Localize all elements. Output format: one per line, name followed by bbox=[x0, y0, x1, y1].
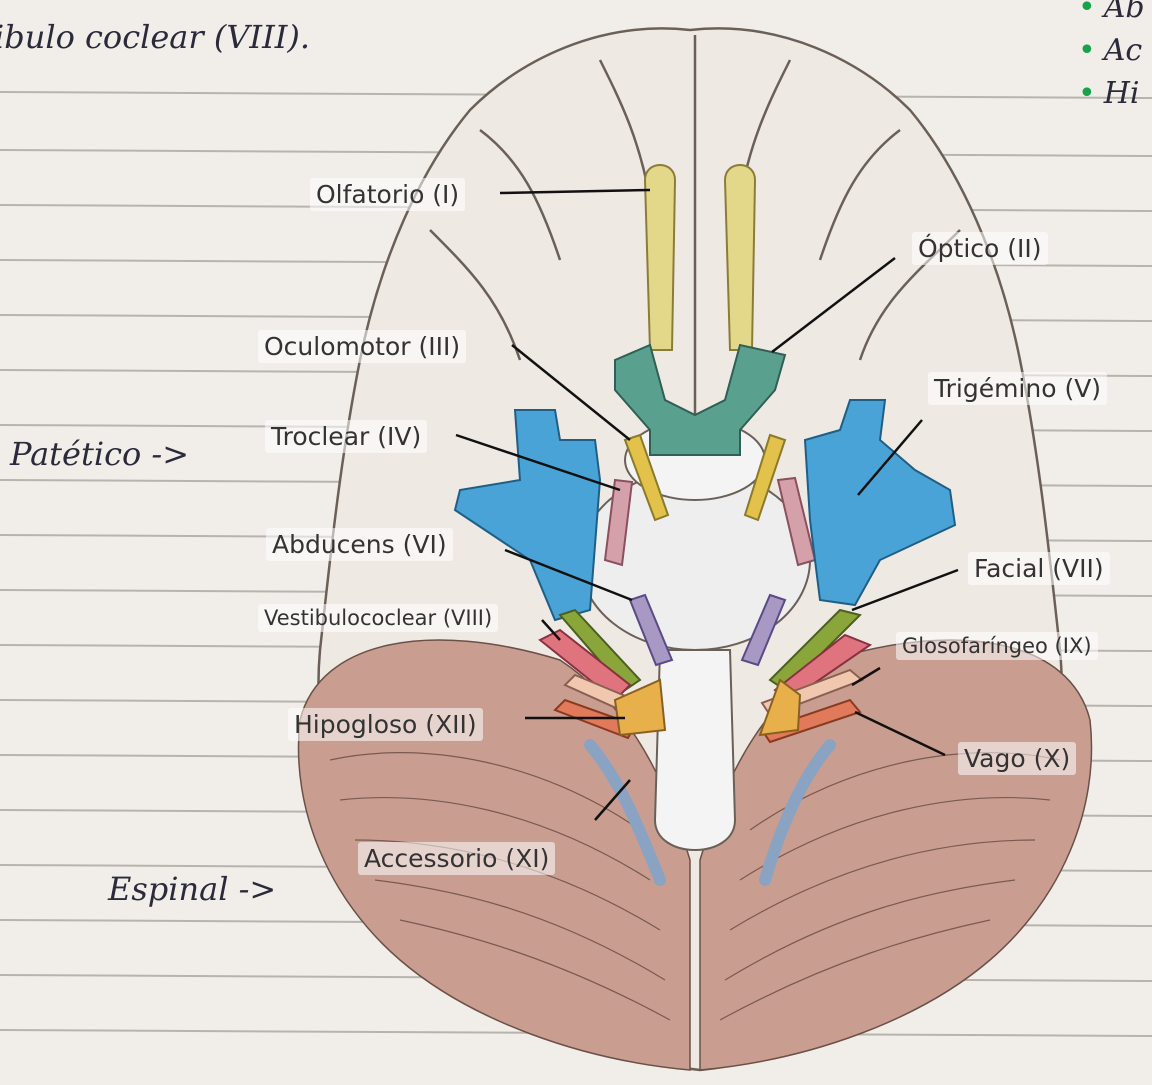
note-patetico: Patético -> bbox=[10, 435, 189, 473]
label-facial: Facial (VII) bbox=[968, 552, 1110, 585]
label-trigemino: Trigémino (V) bbox=[928, 372, 1107, 405]
label-olfatorio: Olfatorio (I) bbox=[310, 178, 465, 211]
label-accessorio: Accessorio (XI) bbox=[358, 842, 555, 875]
note-list-item: •Ac bbox=[1078, 33, 1145, 68]
label-vestibulococlear: Vestibulococlear (VIII) bbox=[258, 604, 498, 632]
note-top-right-list: •Ab •Ac •Hi bbox=[1078, 0, 1145, 111]
label-oculomotor: Oculomotor (III) bbox=[258, 330, 466, 363]
label-vago: Vago (X) bbox=[958, 742, 1076, 775]
note-list-item: •Hi bbox=[1078, 76, 1145, 111]
note-list-item: •Ab bbox=[1078, 0, 1145, 25]
label-hipogloso: Hipogloso (XII) bbox=[288, 708, 483, 741]
label-optico: Óptico (II) bbox=[912, 232, 1048, 265]
note-top-left: ibulo coclear (VIII). bbox=[0, 18, 310, 56]
label-abducens: Abducens (VI) bbox=[266, 528, 453, 561]
label-glosofaringeo: Glosofaríngeo (IX) bbox=[896, 632, 1098, 660]
note-espinal: Espinal -> bbox=[108, 870, 276, 908]
label-troclear: Troclear (IV) bbox=[265, 420, 427, 453]
